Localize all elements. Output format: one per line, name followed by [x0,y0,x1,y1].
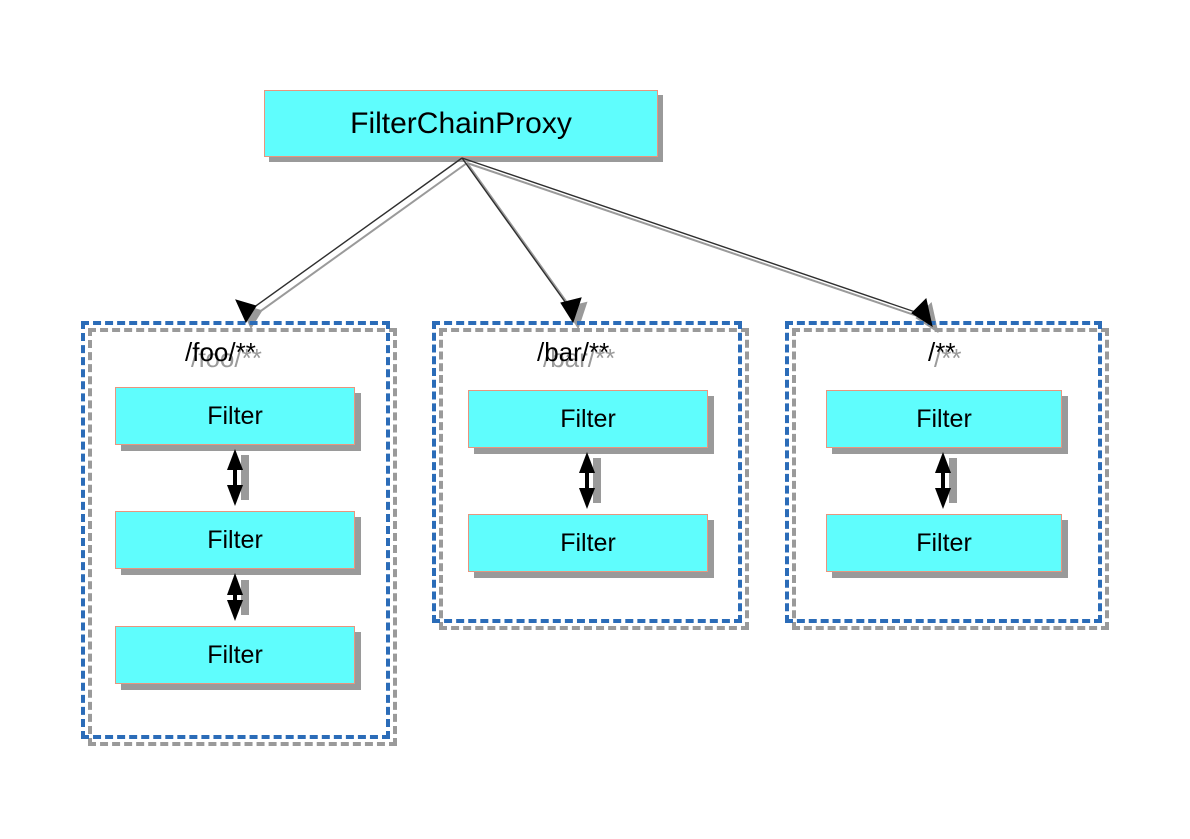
root-node-filterchainproxy[interactable]: FilterChainProxy [264,90,658,157]
group-foo-label-shadow: /foo/** [191,343,262,373]
group-all-filter-2[interactable]: Filter [826,514,1062,572]
group-foo-shadow [88,328,397,746]
group-bar-label-shadow: /bar/** [543,343,616,373]
group-bar-shadow [439,328,749,630]
group-all-label-shadow: /** [934,343,962,373]
group-foo-label: /foo/** [185,337,256,367]
group-foo-filter-3[interactable]: Filter [115,626,355,684]
group-all-shadow [792,328,1109,630]
edge-root-to-foo-arrowhead [235,299,257,324]
filter-label: Filter [207,525,263,554]
filter-label: Filter [207,640,263,669]
edge-root-to-all [461,157,931,318]
filter-label: Filter [560,528,616,557]
group-all-container[interactable] [785,321,1102,623]
group-all-filter-1[interactable]: Filter [826,390,1062,448]
group-bar-filter-2[interactable]: Filter [468,514,708,572]
edge-root-to-bar [461,157,574,314]
edge-root-to-foo [245,157,463,314]
group-bar-label: /bar/** [537,337,610,367]
filter-label: Filter [916,404,972,433]
tree-edges [235,157,933,328]
group-bar-filter-1[interactable]: Filter [468,390,708,448]
group-foo-filter-1[interactable]: Filter [115,387,355,445]
edge-root-to-bar-arrowhead [560,297,582,324]
filter-label: Filter [207,401,263,430]
filter-label: Filter [560,404,616,433]
root-node-label: FilterChainProxy [350,106,572,140]
group-foo-filter-2[interactable]: Filter [115,511,355,569]
filter-label: Filter [916,528,972,557]
group-all-label: /** [928,337,956,367]
